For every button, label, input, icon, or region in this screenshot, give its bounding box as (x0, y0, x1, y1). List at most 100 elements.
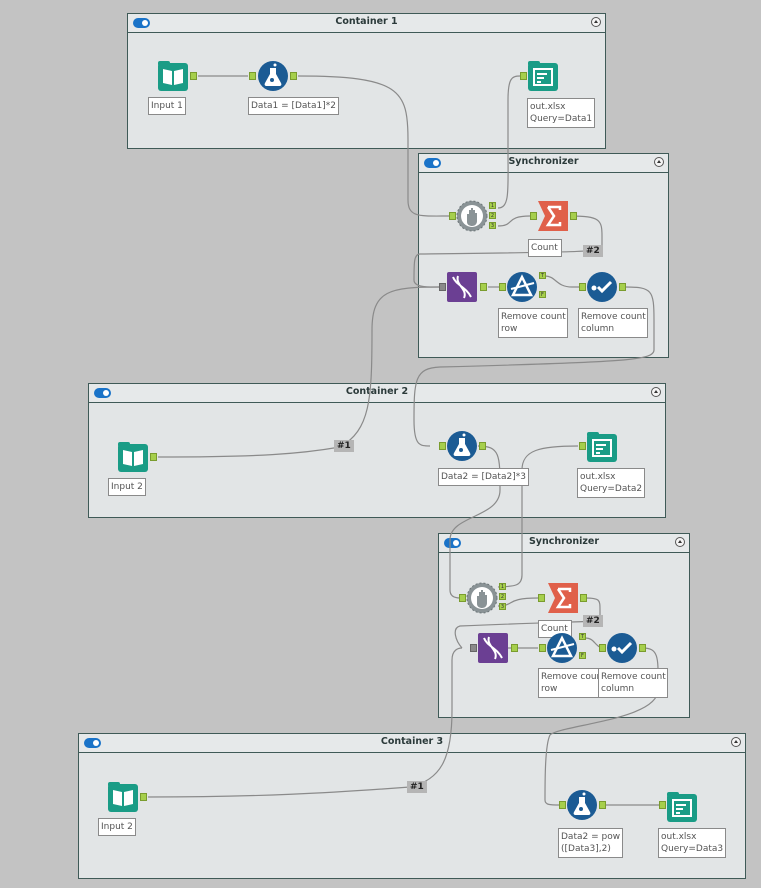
summarize-icon (538, 201, 568, 231)
enable-toggle[interactable] (94, 388, 111, 398)
collapse-icon[interactable] (731, 737, 741, 747)
connection-tag[interactable]: #1 (334, 440, 354, 452)
input-anchor[interactable] (470, 644, 477, 652)
tool-label: Count (528, 239, 562, 257)
filter-tool[interactable] (506, 271, 538, 303)
container-header[interactable] (419, 154, 668, 173)
formula-tool[interactable] (446, 430, 478, 462)
collapse-icon[interactable] (651, 387, 661, 397)
container-title: Container 1 (335, 16, 398, 27)
input-data-icon (108, 782, 138, 812)
block-until-done-tool[interactable] (456, 200, 488, 232)
output-anchor-3[interactable]: 3 (489, 222, 496, 229)
output-anchor[interactable] (570, 212, 577, 220)
input-data-tool[interactable] (157, 60, 189, 92)
input-anchor[interactable] (439, 283, 446, 291)
input-anchor[interactable] (249, 72, 256, 80)
dynamic-input-icon (478, 633, 508, 663)
input-data-icon (158, 61, 188, 91)
enable-toggle[interactable] (84, 738, 101, 748)
tool-label: Data1 = [Data1]*2 (248, 97, 339, 115)
output-anchor[interactable] (480, 283, 487, 291)
input-data-icon (118, 442, 148, 472)
output-anchor-true[interactable]: T (539, 272, 546, 279)
output-anchor[interactable] (190, 72, 197, 80)
block-until-done-tool[interactable] (466, 582, 498, 614)
input-anchor[interactable] (459, 594, 466, 602)
output-anchor[interactable] (511, 644, 518, 652)
select-tool[interactable] (586, 271, 618, 303)
dynamic-input-icon (447, 272, 477, 302)
input-anchor[interactable] (559, 801, 566, 809)
collapse-icon[interactable] (654, 157, 664, 167)
block-until-done-icon (456, 200, 488, 232)
filter-tool[interactable] (546, 632, 578, 664)
output-anchor-true[interactable]: T (579, 633, 586, 640)
input-anchor[interactable] (659, 801, 666, 809)
output-data-icon (528, 61, 558, 91)
formula-tool[interactable] (257, 60, 289, 92)
input-anchor[interactable] (599, 644, 606, 652)
collapse-icon[interactable] (675, 537, 685, 547)
input-anchor[interactable] (539, 644, 546, 652)
output-anchor[interactable] (599, 801, 606, 809)
output-anchor[interactable] (290, 72, 297, 80)
formula-tool[interactable] (566, 789, 598, 821)
summarize-tool[interactable] (537, 200, 569, 232)
container-header[interactable] (128, 14, 605, 33)
input-anchor[interactable] (579, 442, 586, 450)
tool-label: Input 2 (98, 818, 136, 836)
input-anchor[interactable] (530, 212, 537, 220)
output-anchor-2[interactable]: 2 (489, 212, 496, 219)
tool-label: Input 1 (148, 97, 186, 115)
output-anchor-2[interactable]: 2 (499, 593, 506, 600)
tool-label: Data2 = pow([Data3],2) (558, 828, 624, 858)
input-anchor[interactable] (538, 594, 545, 602)
tool-label: Input 2 (108, 478, 146, 496)
input-anchor[interactable] (499, 283, 506, 291)
container-3[interactable]: Container 3 (78, 733, 746, 879)
collapse-icon[interactable] (591, 17, 601, 27)
output-anchor-1[interactable]: 1 (489, 202, 496, 209)
input-data-tool[interactable] (107, 781, 139, 813)
tool-label: Data2 = [Data2]*3 (438, 468, 529, 486)
output-anchor[interactable] (639, 644, 646, 652)
select-icon (587, 272, 617, 302)
output-anchor[interactable] (150, 453, 157, 461)
output-anchor[interactable] (140, 793, 147, 801)
output-anchor-false[interactable]: F (579, 652, 586, 659)
output-anchor[interactable] (580, 594, 587, 602)
summarize-icon (548, 583, 578, 613)
output-data-tool[interactable] (666, 791, 698, 823)
output-data-icon (667, 792, 697, 822)
output-data-tool[interactable] (586, 431, 618, 463)
dynamic-input-tool[interactable] (446, 271, 478, 303)
output-anchor[interactable] (479, 442, 486, 450)
select-tool[interactable] (606, 632, 638, 664)
connection-tag[interactable]: #2 (583, 615, 603, 627)
input-anchor[interactable] (520, 72, 527, 80)
output-anchor-false[interactable]: F (539, 291, 546, 298)
summarize-tool[interactable] (547, 582, 579, 614)
output-anchor-3[interactable]: 3 (499, 603, 506, 610)
output-data-tool[interactable] (527, 60, 559, 92)
input-anchor[interactable] (449, 212, 456, 220)
block-until-done-icon (466, 582, 498, 614)
select-icon (607, 633, 637, 663)
connection-tag[interactable]: #2 (583, 245, 603, 257)
input-data-tool[interactable] (117, 441, 149, 473)
container-title: Synchronizer (528, 536, 600, 547)
enable-toggle[interactable] (133, 18, 150, 28)
dynamic-input-tool[interactable] (477, 632, 509, 664)
formula-icon (567, 790, 597, 820)
output-anchor-1[interactable]: 1 (499, 583, 506, 590)
input-anchor[interactable] (439, 442, 446, 450)
output-anchor[interactable] (619, 283, 626, 291)
input-anchor[interactable] (579, 283, 586, 291)
connection-tag[interactable]: #1 (407, 781, 427, 793)
formula-icon (258, 61, 288, 91)
